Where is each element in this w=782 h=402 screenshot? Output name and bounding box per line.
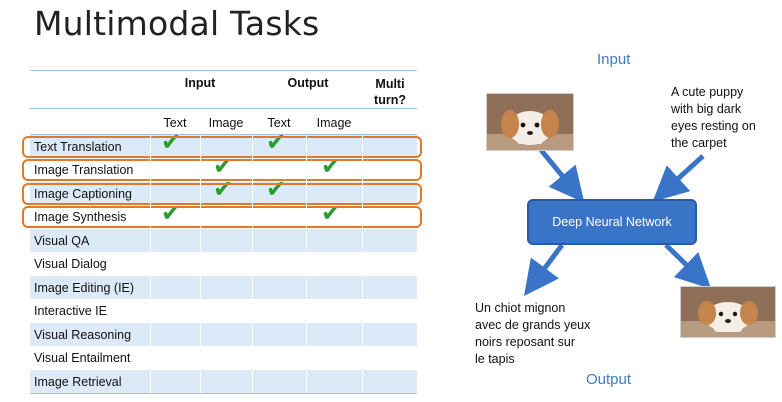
arrow-text-to-network — [652, 154, 705, 202]
table-row: Visual Reasoning — [30, 323, 417, 346]
table-row: Image Translation — [30, 159, 417, 182]
task-label: Image Synthesis — [34, 210, 127, 224]
task-label: Visual QA — [34, 233, 90, 248]
task-label: Image Editing (IE) — [34, 280, 135, 295]
table-row: Image Editing (IE) — [30, 276, 417, 299]
arrow-network-to-text — [524, 243, 565, 297]
table-row: Interactive IE — [30, 300, 417, 323]
task-label: Interactive IE — [34, 304, 107, 318]
table-row: Image Captioning — [30, 182, 417, 205]
output-caption-line: le tapis — [475, 352, 515, 366]
task-label: Image Retrieval — [34, 374, 122, 389]
diagram-input-label: Input — [597, 51, 631, 68]
column-separator — [252, 135, 253, 394]
column-separator — [306, 135, 307, 394]
task-label: Text Translation — [34, 139, 122, 154]
output-caption-line: noirs reposant sur — [475, 335, 576, 349]
table-row: Visual QA — [30, 229, 417, 252]
diagram-output-label: Output — [586, 371, 632, 388]
table-row: Image Synthesis — [30, 206, 417, 229]
input-caption: A cute puppy with big dark eyes resting … — [671, 84, 756, 152]
arrow-image-to-network — [539, 148, 585, 203]
output-caption: Un chiot mignon avec de grands yeux noir… — [475, 300, 590, 368]
table-header-rule — [30, 108, 417, 109]
task-label: Image Captioning — [34, 186, 132, 201]
input-caption-line: A cute puppy — [671, 85, 744, 99]
table-row: Image Retrieval — [30, 370, 417, 393]
table-bottom-rule — [30, 393, 417, 394]
table-row: Text Translation — [30, 135, 417, 158]
input-caption-line: eyes resting on — [671, 119, 756, 133]
subheader-input-image: Image — [208, 116, 244, 130]
column-separator — [150, 135, 151, 394]
table-top-rule — [30, 70, 417, 71]
task-label: Visual Reasoning — [34, 327, 132, 342]
task-label: Visual Dialog — [34, 257, 107, 271]
column-separator — [362, 135, 363, 394]
header-output: Output — [287, 76, 329, 90]
output-caption-line: Un chiot mignon — [475, 301, 566, 315]
input-caption-line: with big dark — [671, 102, 742, 116]
column-separator — [200, 135, 201, 394]
task-label: Image Translation — [34, 163, 134, 177]
highlight-box — [22, 206, 422, 228]
task-label: Visual Entailment — [34, 351, 131, 365]
puppy-photo-output — [680, 286, 776, 338]
table-subheader-rule — [30, 134, 417, 135]
subheader-output-text: Text — [267, 116, 291, 130]
input-caption-line: the carpet — [671, 136, 727, 150]
arrow-network-to-image — [664, 243, 712, 289]
header-multiturn: Multi turn? — [374, 77, 406, 107]
highlight-box — [22, 135, 422, 158]
header-input: Input — [184, 76, 216, 90]
highlight-box — [22, 182, 422, 205]
subheader-input-text: Text — [163, 116, 187, 130]
table-row: Visual Dialog — [30, 253, 417, 276]
table-row: Visual Entailment — [30, 347, 417, 370]
deep-neural-network-box: Deep Neural Network — [527, 199, 697, 245]
slide-title: Multimodal Tasks — [34, 4, 320, 43]
puppy-photo-input — [486, 93, 574, 151]
highlight-box — [22, 159, 422, 181]
output-caption-line: avec de grands yeux — [475, 318, 591, 332]
subheader-output-image: Image — [316, 116, 352, 130]
